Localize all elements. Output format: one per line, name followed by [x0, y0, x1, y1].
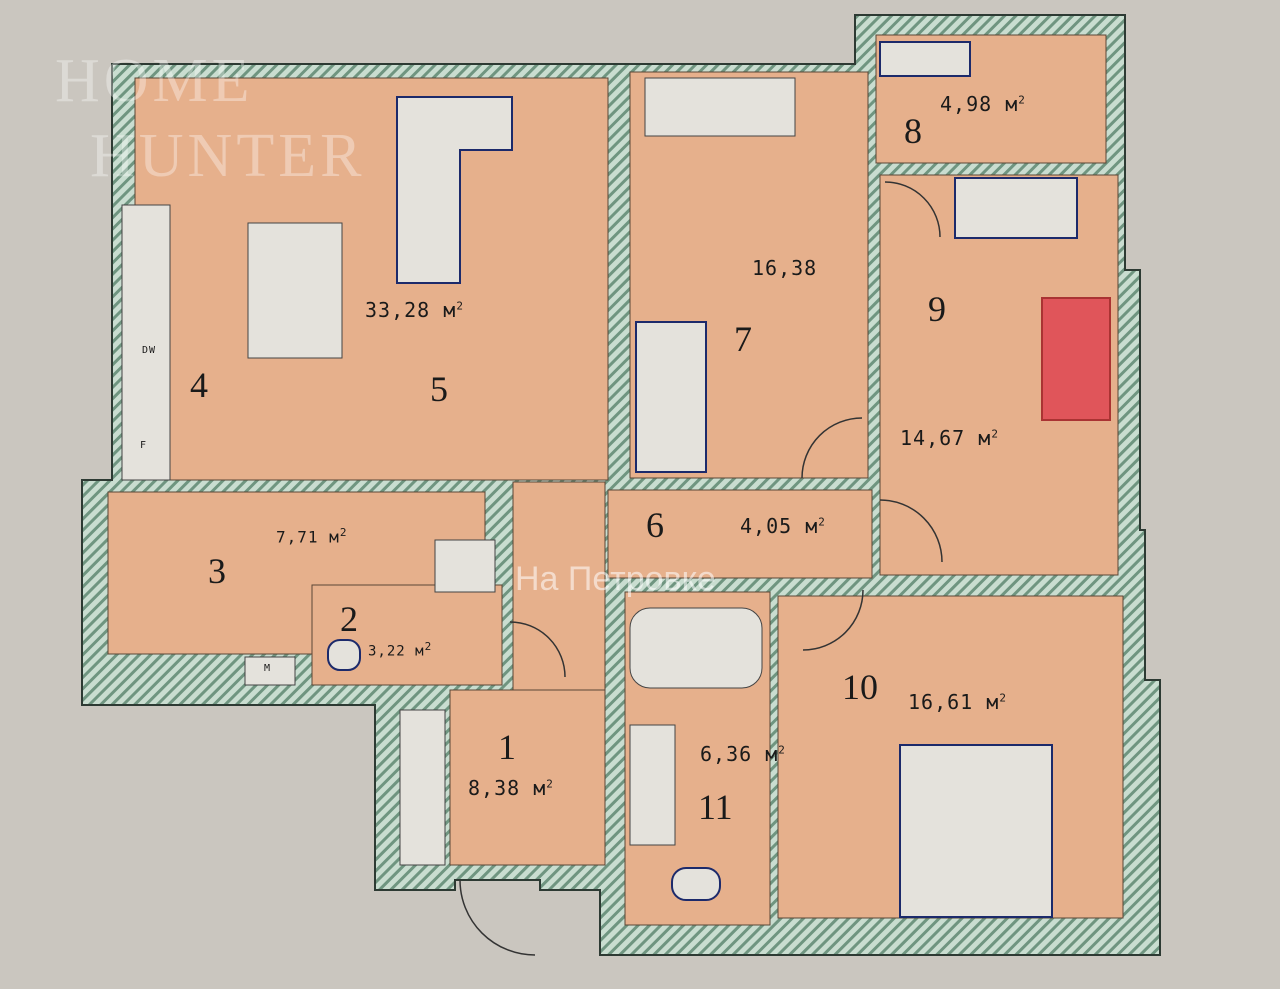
door-swing-9 — [884, 181, 941, 238]
room-number-1: 1 — [498, 727, 516, 767]
watermark-home: HOME — [55, 47, 254, 115]
kitchen-counter — [121, 204, 171, 481]
door-swing-1 — [509, 621, 566, 678]
wardrobe-8 — [879, 41, 971, 77]
room-number-5: 5 — [430, 369, 448, 409]
watermark-hunter: HUNTER — [90, 122, 366, 190]
toilet-2 — [327, 639, 361, 671]
shower — [434, 539, 496, 593]
dishwasher-label: DW — [142, 345, 157, 356]
room-number-7: 7 — [734, 319, 752, 359]
washer — [244, 656, 296, 686]
room-1-lower — [449, 689, 606, 866]
bed-7 — [635, 321, 707, 473]
room-area-7: 16,38 — [752, 256, 818, 280]
room-number-4: 4 — [190, 365, 208, 405]
sink-11 — [629, 724, 676, 846]
room-number-9: 9 — [928, 289, 946, 329]
corner-sofa — [396, 96, 513, 284]
room-area-10: 16,61 м2 — [908, 690, 1007, 714]
room-area-3: 7,71 м2 — [276, 526, 348, 547]
room-4-5 — [134, 77, 609, 481]
room-number-11: 11 — [698, 787, 733, 827]
bathtub — [629, 607, 763, 689]
entrance-door-swing — [459, 879, 536, 956]
door-swing-7 — [801, 417, 863, 479]
bed-9 — [954, 177, 1078, 239]
double-bed — [899, 744, 1053, 918]
dining-table — [247, 222, 343, 359]
room-area-8: 4,98 м2 — [940, 92, 1026, 116]
room-area-6: 4,05 м2 — [740, 514, 826, 538]
room-number-6: 6 — [646, 505, 664, 545]
room-number-8: 8 — [904, 111, 922, 151]
room-6 — [607, 489, 873, 579]
toilet-11 — [671, 867, 721, 901]
room-area-9: 14,67 м2 — [900, 426, 999, 450]
room-area-11: 6,36 м2 — [700, 742, 786, 766]
room-number-10: 10 — [842, 667, 878, 707]
watermark-agency: На Петровке — [515, 560, 716, 598]
washer-label: M — [264, 663, 272, 674]
desk-7 — [644, 77, 796, 137]
room-area-2: 3,22 м2 — [368, 640, 433, 660]
armchair-sofa — [1041, 297, 1111, 421]
room-area-5: 33,28 м2 — [365, 298, 464, 322]
room-number-3: 3 — [208, 551, 226, 591]
room-area-1: 8,38 м2 — [468, 776, 554, 800]
room-number-2: 2 — [340, 599, 358, 639]
door-swing-10 — [802, 589, 864, 651]
door-swing-6 — [879, 499, 943, 563]
fridge-label: F — [140, 440, 148, 451]
closet-1 — [399, 709, 446, 866]
